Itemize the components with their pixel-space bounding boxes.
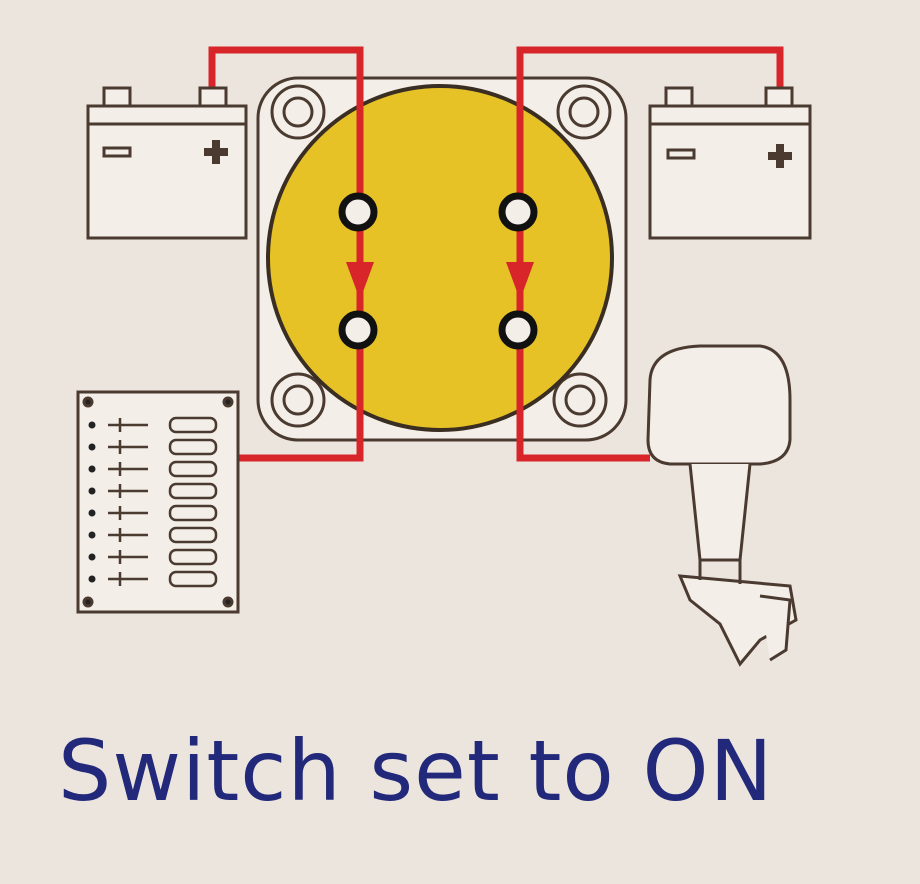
left-wire: [208, 46, 364, 462]
minus-icon: [102, 146, 132, 158]
wires: [208, 46, 784, 462]
plus-icon: [768, 144, 792, 168]
minus-icon: [666, 148, 696, 160]
right-wire: [516, 46, 784, 462]
switch-contacts: [338, 192, 538, 350]
arrow-down-icon: [346, 262, 374, 300]
switch-knob: [266, 84, 614, 432]
arrow-down-icon: [506, 262, 534, 300]
battery-right: [648, 86, 812, 240]
outboard-motor: [646, 344, 798, 667]
battery-left: [86, 86, 248, 240]
plus-icon: [204, 140, 228, 164]
caption: Switch set to ON: [58, 722, 774, 820]
terminal-lugs: [270, 84, 612, 428]
fuse-panel: [76, 390, 240, 614]
